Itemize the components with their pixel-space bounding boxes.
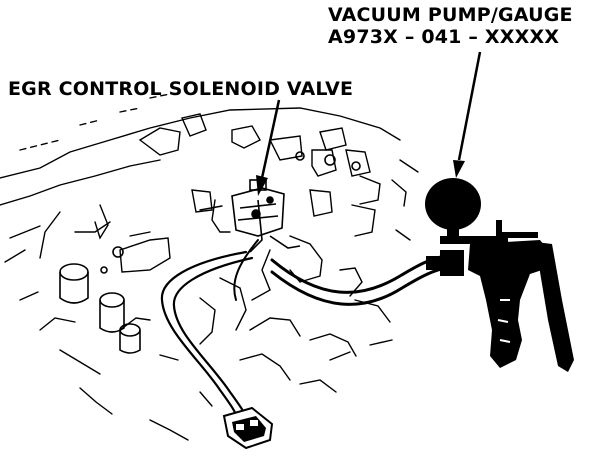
vacuum-hose [233,239,448,306]
vacuum-pump-label: VACUUM PUMP/GAUGE [328,4,573,26]
vacuum-pump-gauge [425,178,574,372]
egr-leader-arrow [256,99,281,196]
vacuum-pump-part-number: A973X – 041 – XXXXX [328,26,560,48]
egr-solenoid-valve [231,179,301,253]
pump-leader-arrow [453,51,482,178]
egr-valve-label: EGR CONTROL SOLENOID VALVE [8,78,354,100]
engine-caps [59,151,361,354]
wire-connector [222,406,274,450]
wire-harness [160,250,254,424]
